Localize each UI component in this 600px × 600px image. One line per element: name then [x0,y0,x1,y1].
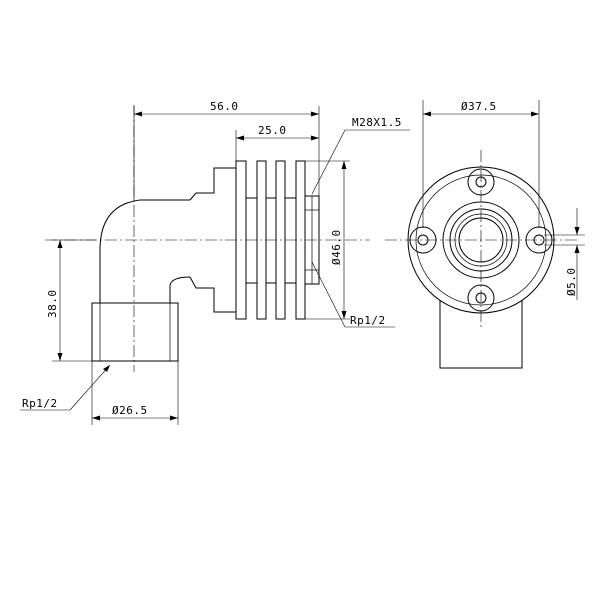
boss-bottom [467,284,495,312]
arrow [57,240,63,248]
leader-rp-right [311,261,346,328]
central-ring-1 [449,208,513,272]
label-25: 25.0 [258,124,287,137]
inlet-socket [91,302,179,362]
hole-right [533,234,545,246]
arrow [341,311,347,319]
side-view: 56.0 25.0 M28X1.5 Ø46.0 Rp1/2 38.0 [20,100,410,425]
leader-m28 [311,129,346,195]
label-38: 38.0 [46,290,59,319]
arrow [170,415,178,421]
central-bore [458,217,504,263]
outlet-pipe [439,300,523,369]
hole-left [417,234,429,246]
fin-2 [256,160,267,320]
label-m28: M28X1.5 [352,116,402,129]
label-rp-left: Rp1/2 [22,397,58,410]
arrow [103,365,110,372]
arrow [311,111,319,117]
central-boss [442,201,520,279]
arrow [574,245,580,253]
label-375: Ø37.5 [461,100,497,113]
arrow [423,111,431,117]
boss-top [467,168,495,196]
hole-top [475,176,487,188]
hole-bottom [475,292,487,304]
fin-1 [235,160,247,320]
arrow [341,161,347,169]
arrow [574,227,580,235]
arrow [92,415,100,421]
elbow-outer-curve [99,199,190,303]
plate-inner-ring [415,174,547,306]
front-view: Ø37.5 Ø5.0 [385,100,585,369]
label-5: Ø5.0 [565,268,578,297]
elbow-inner-curve [169,276,191,303]
fin-3 [275,160,286,320]
arrow [531,111,539,117]
label-46: Ø46.0 [330,229,343,265]
arrow [311,135,319,141]
central-ring-2 [454,213,508,267]
arrow [134,111,142,117]
arrow [236,135,244,141]
arrow [57,353,63,361]
label-265: Ø26.5 [112,404,148,417]
label-56: 56.0 [210,100,239,113]
label-rp-right: Rp1/2 [350,314,386,327]
mounting-plate [407,166,555,314]
leader-rp-left [69,364,111,411]
